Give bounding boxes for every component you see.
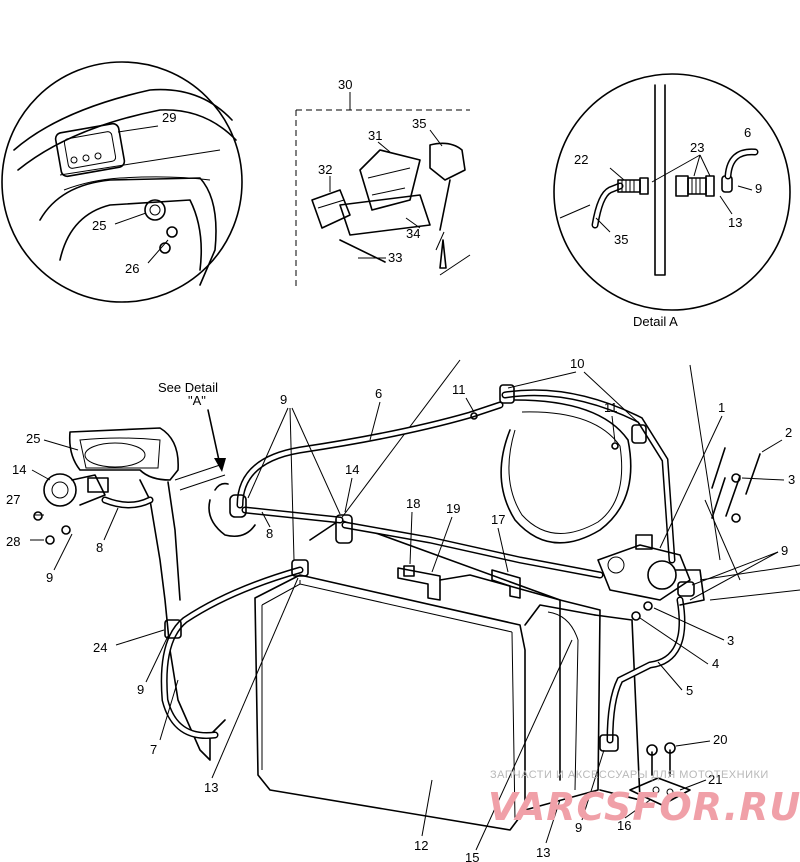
callout-22: 22 bbox=[574, 152, 588, 167]
watermark: ЗАПЧАСТИ И АКСЕССУАРЫ ДЛЯ МОТОТЕХНИКИ VA… bbox=[488, 769, 800, 829]
callout-9-detail: 9 bbox=[755, 181, 762, 196]
callout-28: 28 bbox=[6, 534, 20, 549]
callout-23: 23 bbox=[690, 140, 704, 155]
callout-26: 26 bbox=[125, 261, 139, 276]
callout-13-detail: 13 bbox=[728, 215, 742, 230]
callout-9-left: 9 bbox=[137, 682, 144, 697]
callout-3-top: 3 bbox=[788, 472, 795, 487]
callout-9-pump: 9 bbox=[46, 570, 53, 585]
callout-1: 1 bbox=[718, 400, 725, 415]
callout-27: 27 bbox=[6, 492, 20, 507]
callout-25-main: 25 bbox=[26, 431, 40, 446]
clamps bbox=[164, 384, 647, 752]
callout-24: 24 bbox=[93, 640, 107, 655]
callout-33: 33 bbox=[388, 250, 402, 265]
callout-21: 21 bbox=[708, 772, 722, 787]
rear-tank bbox=[309, 519, 641, 811]
callout-34: 34 bbox=[406, 226, 420, 241]
watermark-tagline: ЗАПЧАСТИ И АКСЕССУАРЫ ДЛЯ МОТОТЕХНИКИ bbox=[490, 769, 769, 781]
callout-18: 18 bbox=[406, 496, 420, 511]
callout-15: 15 bbox=[465, 850, 479, 862]
callout-2: 2 bbox=[785, 425, 792, 440]
callout-29: 29 bbox=[162, 110, 176, 125]
callout-35-detail: 35 bbox=[614, 232, 628, 247]
pump-left bbox=[43, 473, 109, 507]
callout-8-mid: 8 bbox=[266, 526, 273, 541]
callout-7: 7 bbox=[150, 742, 157, 757]
callout-19: 19 bbox=[446, 501, 460, 516]
see-detail-label: See Detail bbox=[158, 380, 218, 395]
callout-32: 32 bbox=[318, 162, 332, 177]
callout-25: 25 bbox=[92, 218, 106, 233]
callout-14: 14 bbox=[345, 462, 359, 477]
exploded-view-30 bbox=[295, 92, 471, 290]
callout-9-right: 9 bbox=[781, 543, 788, 558]
callout-16: 16 bbox=[617, 818, 631, 833]
callout-11-a: 11 bbox=[452, 382, 466, 397]
callout-5: 5 bbox=[686, 683, 693, 698]
callout-12: 12 bbox=[414, 838, 428, 853]
callout-13-left: 13 bbox=[204, 780, 218, 795]
callout-3-bottom: 3 bbox=[727, 633, 734, 648]
callout-11-b: 11 bbox=[604, 400, 618, 415]
callout-6-detail: 6 bbox=[744, 125, 751, 140]
hoses bbox=[101, 389, 686, 744]
callout-9-bottom: 9 bbox=[575, 820, 582, 835]
callout-13-bottom: 13 bbox=[536, 845, 550, 860]
detail-circle-left bbox=[1, 61, 243, 303]
watermark-site: VARCSFOR.RU bbox=[488, 785, 800, 829]
callout-4: 4 bbox=[712, 656, 719, 671]
callout-10: 10 bbox=[570, 356, 584, 371]
reservoir bbox=[68, 427, 226, 761]
bolts-right bbox=[631, 447, 761, 621]
filler-cap-frame bbox=[54, 122, 126, 178]
callout-6: 6 bbox=[375, 386, 382, 401]
callout-14-left: 14 bbox=[12, 462, 26, 477]
callout-30: 30 bbox=[338, 77, 352, 92]
callout-9-top: 9 bbox=[280, 392, 287, 407]
main-tank bbox=[254, 574, 526, 831]
detail-a-label: Detail A bbox=[633, 314, 678, 329]
mount-bolts bbox=[629, 742, 691, 806]
callout-20: 20 bbox=[713, 732, 727, 747]
frame-lines bbox=[174, 359, 800, 601]
callout-8-left: 8 bbox=[96, 540, 103, 555]
brackets bbox=[397, 565, 521, 601]
see-detail-ref: "A" bbox=[188, 393, 206, 408]
callout-31: 31 bbox=[368, 128, 382, 143]
electric-pump bbox=[597, 534, 705, 606]
callout-17: 17 bbox=[491, 512, 505, 527]
callout-35: 35 bbox=[412, 116, 426, 131]
